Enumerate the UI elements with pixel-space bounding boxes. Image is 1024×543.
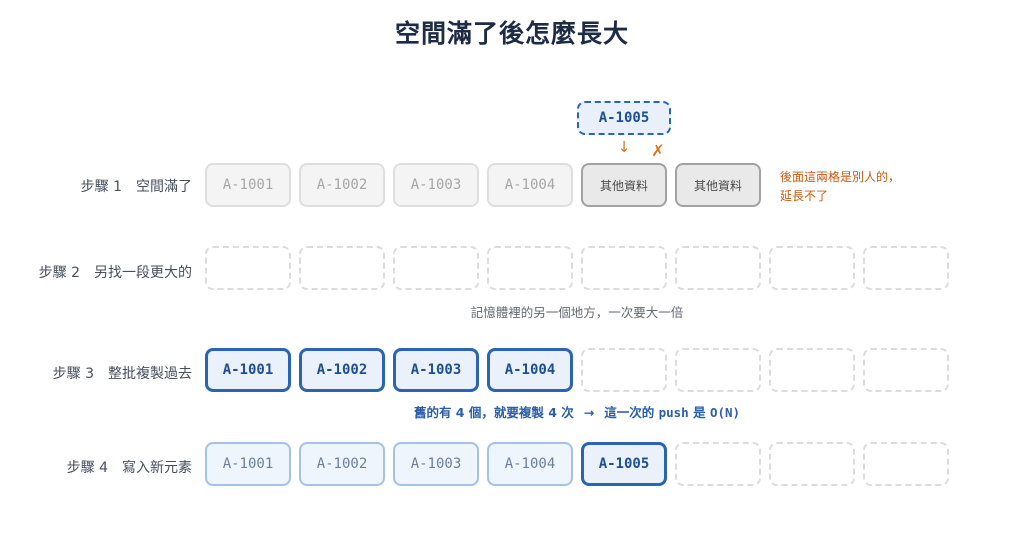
blocked-note-line-2: 延長不了: [780, 189, 829, 203]
empty-slot: [769, 348, 855, 392]
empty-slot: [863, 348, 949, 392]
empty-slot: [581, 246, 667, 290]
step-4-label: 步驟 4 寫入新元素: [66, 460, 192, 476]
empty-slot: [205, 246, 291, 290]
array-cell: A-1001: [205, 163, 291, 207]
blocked-note: 後面這兩格是別人的， 延長不了: [780, 168, 940, 206]
empty-slot: [581, 348, 667, 392]
blocked-note-line-1: 後面這兩格是別人的，: [780, 170, 901, 184]
array-cell: 其他資料: [581, 163, 667, 207]
push-cost-prefix: 這一次的: [604, 405, 659, 420]
array-cell: A-1002: [299, 442, 385, 486]
empty-slot: [769, 442, 855, 486]
complexity-badge: O(N): [709, 405, 741, 420]
empty-slot: [487, 246, 573, 290]
result-arrow-icon: →: [583, 405, 595, 420]
array-cell: A-1005: [581, 442, 667, 486]
array-cell: 其他資料: [675, 163, 761, 207]
empty-slot: [863, 246, 949, 290]
step-3-label: 步驟 3 整批複製過去: [52, 366, 192, 382]
copy-count-text: 舊的有 4 個，就要複製 4 次: [413, 405, 574, 420]
empty-slot: [675, 246, 761, 290]
array-cell: A-1001: [205, 442, 291, 486]
empty-slot: [675, 348, 761, 392]
step-2-caption: 記憶體裡的另一個地方，一次要大一倍: [470, 305, 684, 320]
empty-slot: [769, 246, 855, 290]
push-cost-mid: 是: [688, 405, 710, 420]
array-cell: A-1003: [393, 442, 479, 486]
new-item-a1005: A-1005: [577, 101, 671, 135]
insert-arrow-icon: ↓: [617, 138, 631, 156]
diagram-title: 空間滿了後怎麼長大: [394, 19, 629, 48]
array-cell: A-1003: [393, 348, 479, 392]
array-cell: A-1004: [487, 163, 573, 207]
empty-slot: [675, 442, 761, 486]
array-cell: A-1002: [299, 163, 385, 207]
push-code: push: [658, 405, 689, 420]
step-2-label: 步驟 2 另找一段更大的: [38, 265, 192, 281]
array-cell: A-1002: [299, 348, 385, 392]
empty-slot: [299, 246, 385, 290]
array-cell: A-1004: [487, 348, 573, 392]
array-cell: A-1004: [487, 442, 573, 486]
empty-slot: [393, 246, 479, 290]
array-cell: A-1003: [393, 163, 479, 207]
step-1-label: 步驟 1 空間滿了: [80, 179, 192, 195]
array-cell: A-1001: [205, 348, 291, 392]
empty-slot: [863, 442, 949, 486]
blocked-cross-icon: ✗: [651, 141, 665, 160]
step-3-caption: 舊的有 4 個，就要複製 4 次 → 這一次的 push 是 O(N): [0, 402, 1024, 421]
